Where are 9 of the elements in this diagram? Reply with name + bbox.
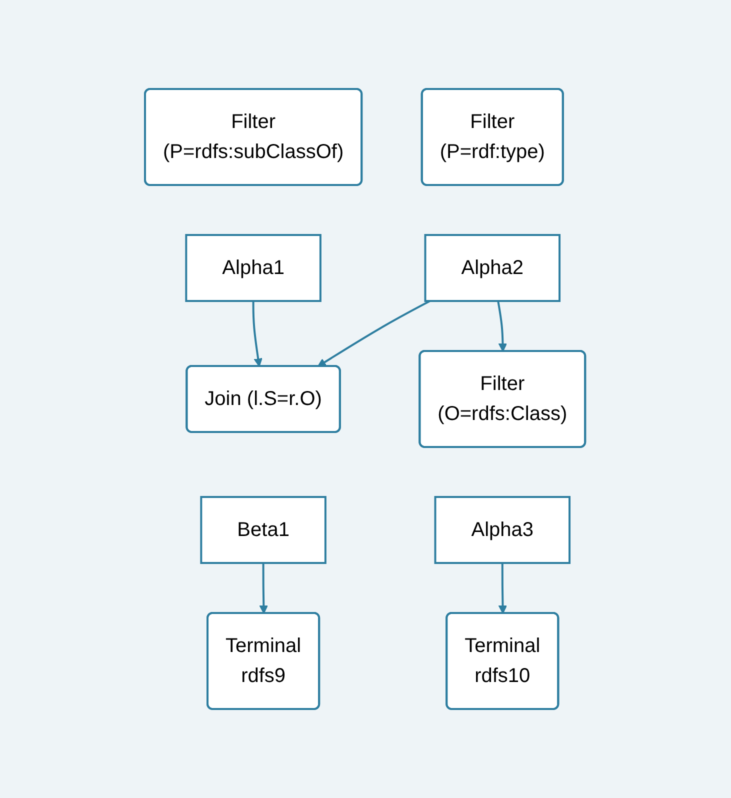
node-box: Alpha2 <box>424 234 561 302</box>
node-box: Alpha1 <box>186 234 322 302</box>
arrow <box>498 563 508 614</box>
arrow <box>260 563 268 614</box>
node-box: Alpha3 <box>434 496 571 564</box>
arrow <box>318 300 431 367</box>
arrow <box>252 301 263 367</box>
node-box: Beta1 <box>200 496 327 564</box>
arrow <box>498 300 508 352</box>
